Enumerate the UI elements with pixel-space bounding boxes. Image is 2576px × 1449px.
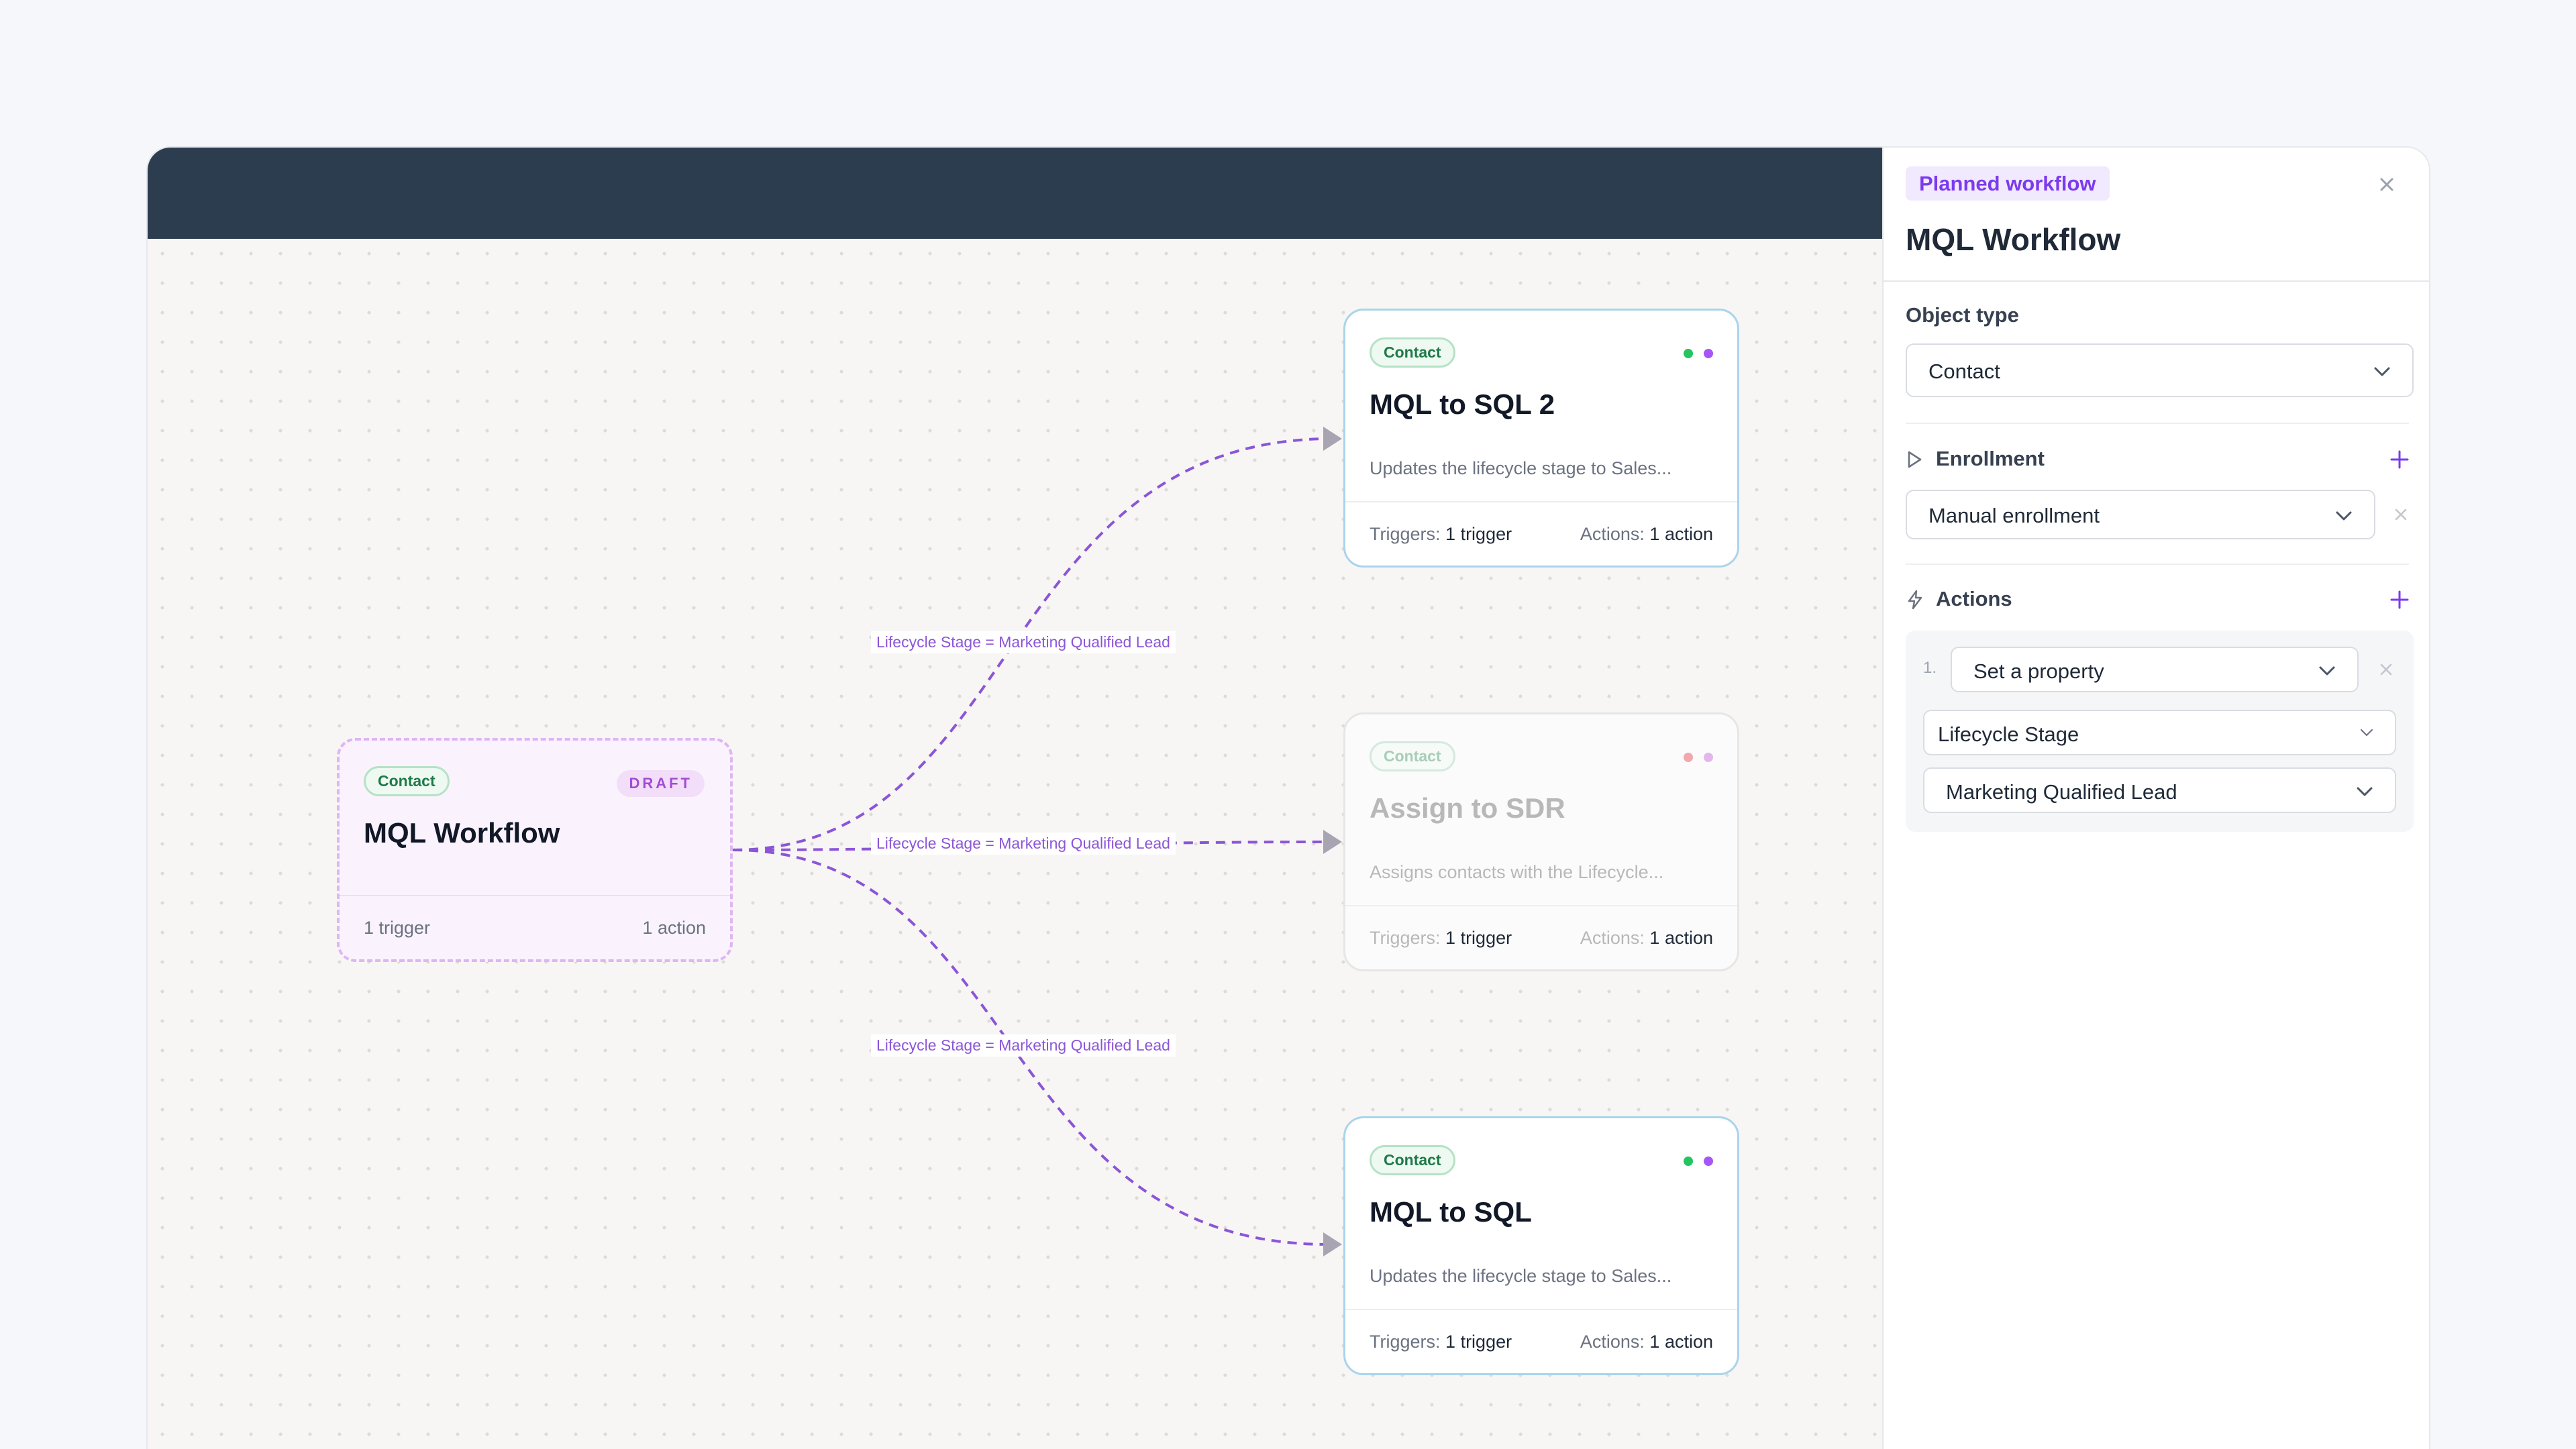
actions-value: 1 action — [1649, 524, 1713, 544]
divider — [1906, 564, 2409, 565]
enrollment-label: Enrollment — [1936, 447, 2045, 470]
status-dot-icon — [1704, 349, 1713, 358]
object-type-badge: Contact — [1370, 741, 1455, 771]
status-dot-icon — [1704, 753, 1713, 762]
remove-action-x-icon[interactable] — [2377, 661, 2395, 678]
property-value-select[interactable]: Marketing Qualified Lead — [1923, 767, 2396, 813]
node-description: Updates the lifecycle stage to Sales... — [1370, 458, 1672, 478]
action-type-value: Set a property — [1973, 659, 2104, 683]
node-title: Assign to SDR — [1370, 792, 1565, 824]
chevron-down-icon — [2374, 367, 2390, 376]
actions-label: Actions: — [1580, 524, 1645, 544]
object-type-select[interactable]: Contact — [1906, 343, 2414, 397]
object-type-label: Object type — [1906, 303, 2019, 327]
enrollment-select[interactable]: Manual enrollment — [1906, 490, 2375, 539]
node-description: Updates the lifecycle stage to Sales... — [1370, 1266, 1672, 1286]
planned-workflow-pill: Planned workflow — [1906, 166, 2110, 201]
action-count: 1 action — [642, 918, 706, 938]
property-value-2: Marketing Qualified Lead — [1946, 780, 2177, 804]
edge-label: Lifecycle Stage = Marketing Qualified Le… — [871, 1034, 1176, 1057]
node-footer: Triggers: 1 trigger Actions: 1 action — [1345, 905, 1737, 969]
draft-workflow-node[interactable]: Contact DRAFT MQL Workflow 1 trigger 1 a… — [337, 738, 733, 962]
status-dot-icon — [1684, 349, 1693, 358]
enrollment-value: Manual enrollment — [1928, 504, 2100, 527]
node-description: Assigns contacts with the Lifecycle... — [1370, 862, 1664, 882]
add-action-plus-icon[interactable] — [2388, 588, 2411, 611]
node-title: MQL to SQL 2 — [1370, 388, 1555, 420]
divider — [1906, 423, 2409, 424]
chevron-down-icon — [2360, 729, 2373, 737]
edge-label: Lifecycle Stage = Marketing Qualified Le… — [871, 631, 1176, 654]
status-dots — [1684, 1157, 1713, 1166]
chevron-down-icon — [2319, 666, 2335, 676]
triggers-label: Triggers: — [1370, 1332, 1441, 1352]
close-icon[interactable] — [2377, 174, 2397, 195]
step-number: 1. — [1923, 659, 1937, 677]
action-type-select[interactable]: Set a property — [1951, 647, 2359, 692]
workflow-side-panel: Planned workflow MQL Workflow Object typ… — [1882, 148, 2429, 1449]
object-type-badge: Contact — [1370, 337, 1455, 368]
node-footer: Triggers: 1 trigger Actions: 1 action — [1345, 501, 1737, 566]
triggers-value: 1 trigger — [1445, 1332, 1512, 1352]
top-bar — [148, 148, 1882, 239]
status-dots — [1684, 349, 1713, 358]
lightning-icon — [1908, 590, 1922, 610]
status-dots — [1684, 753, 1713, 762]
triggers-value: 1 trigger — [1445, 928, 1512, 948]
property-select[interactable]: Lifecycle Stage — [1923, 710, 2396, 755]
remove-enrollment-x-icon[interactable] — [2392, 506, 2410, 523]
property-value: Lifecycle Stage — [1938, 722, 2079, 746]
chevron-down-icon — [2357, 787, 2373, 796]
object-type-value: Contact — [1928, 360, 2000, 383]
edge-label: Lifecycle Stage = Marketing Qualified Le… — [871, 833, 1176, 855]
actions-value: 1 action — [1649, 1332, 1713, 1352]
node-title: MQL to SQL — [1370, 1196, 1532, 1228]
status-dot-icon — [1704, 1157, 1713, 1166]
workflow-node-assign-to-sdr[interactable]: Contact Assign to SDR Assigns contacts w… — [1343, 712, 1739, 971]
triggers-label: Triggers: — [1370, 524, 1441, 544]
draft-status-badge: DRAFT — [617, 770, 705, 797]
status-dot-icon — [1684, 1157, 1693, 1166]
node-footer: 1 trigger 1 action — [340, 895, 730, 959]
chevron-down-icon — [2336, 511, 2352, 521]
actions-value: 1 action — [1649, 928, 1713, 948]
node-title: MQL Workflow — [364, 817, 560, 849]
add-enrollment-plus-icon[interactable] — [2388, 448, 2411, 471]
actions-label: Actions: — [1580, 1332, 1645, 1352]
actions-label: Actions — [1936, 587, 2012, 610]
actions-label: Actions: — [1580, 928, 1645, 948]
panel-header: Planned workflow MQL Workflow — [1884, 148, 2429, 282]
panel-title: MQL Workflow — [1906, 222, 2121, 257]
object-type-badge: Contact — [1370, 1145, 1455, 1175]
object-type-badge: Contact — [364, 766, 450, 796]
action-step-card: 1. Set a property Lifecycle Stage Market… — [1906, 631, 2414, 832]
workflow-node-mql-to-sql-2[interactable]: Contact MQL to SQL 2 Updates the lifecyc… — [1343, 309, 1739, 568]
node-footer: Triggers: 1 trigger Actions: 1 action — [1345, 1309, 1737, 1373]
trigger-count: 1 trigger — [364, 918, 431, 938]
triggers-value: 1 trigger — [1445, 524, 1512, 544]
triggers-label: Triggers: — [1370, 928, 1441, 948]
play-outline-icon — [1908, 451, 1922, 468]
status-dot-icon — [1684, 753, 1693, 762]
workflow-node-mql-to-sql[interactable]: Contact MQL to SQL Updates the lifecycle… — [1343, 1116, 1739, 1375]
